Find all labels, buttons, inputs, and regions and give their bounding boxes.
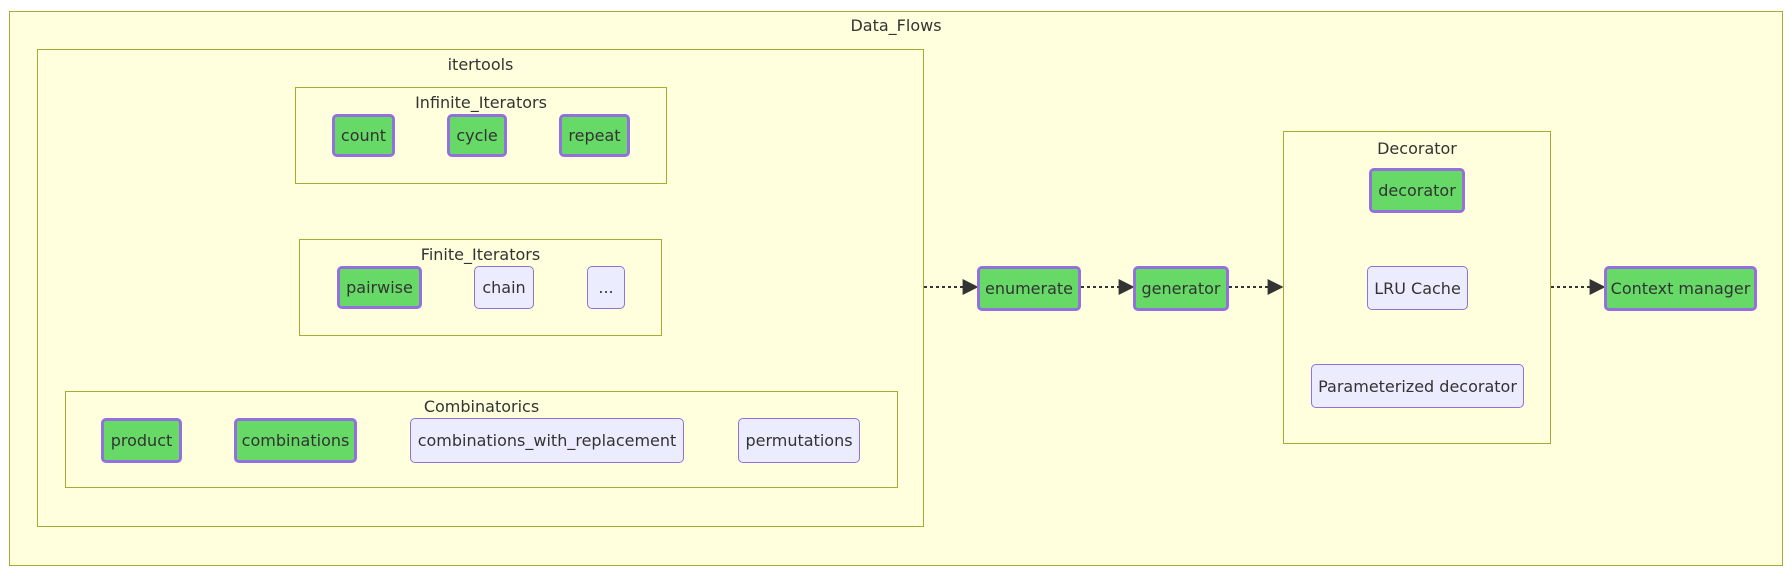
node-combinations-with-replacement[interactable]: combinations_with_replacement — [410, 418, 684, 463]
node-cycle[interactable]: cycle — [447, 114, 507, 157]
cluster-title-finite-iterators: Finite_Iterators — [420, 245, 541, 264]
cluster-title-decorator: Decorator — [1377, 139, 1457, 158]
node-permutations[interactable]: permutations — [738, 418, 860, 463]
node-enumerate[interactable]: enumerate — [977, 266, 1081, 311]
cluster-title-data-flows: Data_Flows — [850, 16, 942, 35]
node-product[interactable]: product — [101, 418, 182, 463]
node-lru-cache[interactable]: LRU Cache — [1367, 266, 1468, 310]
node-pairwise[interactable]: pairwise — [337, 266, 422, 309]
node-repeat[interactable]: repeat — [559, 114, 630, 157]
node-ellipsis[interactable]: ... — [587, 266, 625, 309]
node-generator[interactable]: generator — [1133, 266, 1229, 311]
node-decorator[interactable]: decorator — [1369, 168, 1465, 213]
node-context-manager[interactable]: Context manager — [1604, 266, 1757, 311]
cluster-title-infinite-iterators: Infinite_Iterators — [415, 93, 547, 112]
node-count[interactable]: count — [332, 114, 395, 157]
node-combinations[interactable]: combinations — [234, 418, 357, 463]
node-chain[interactable]: chain — [474, 266, 534, 309]
cluster-title-combinatorics: Combinatorics — [423, 397, 540, 416]
node-parameterized-decorator[interactable]: Parameterized decorator — [1311, 364, 1524, 408]
cluster-title-itertools: itertools — [447, 55, 514, 74]
